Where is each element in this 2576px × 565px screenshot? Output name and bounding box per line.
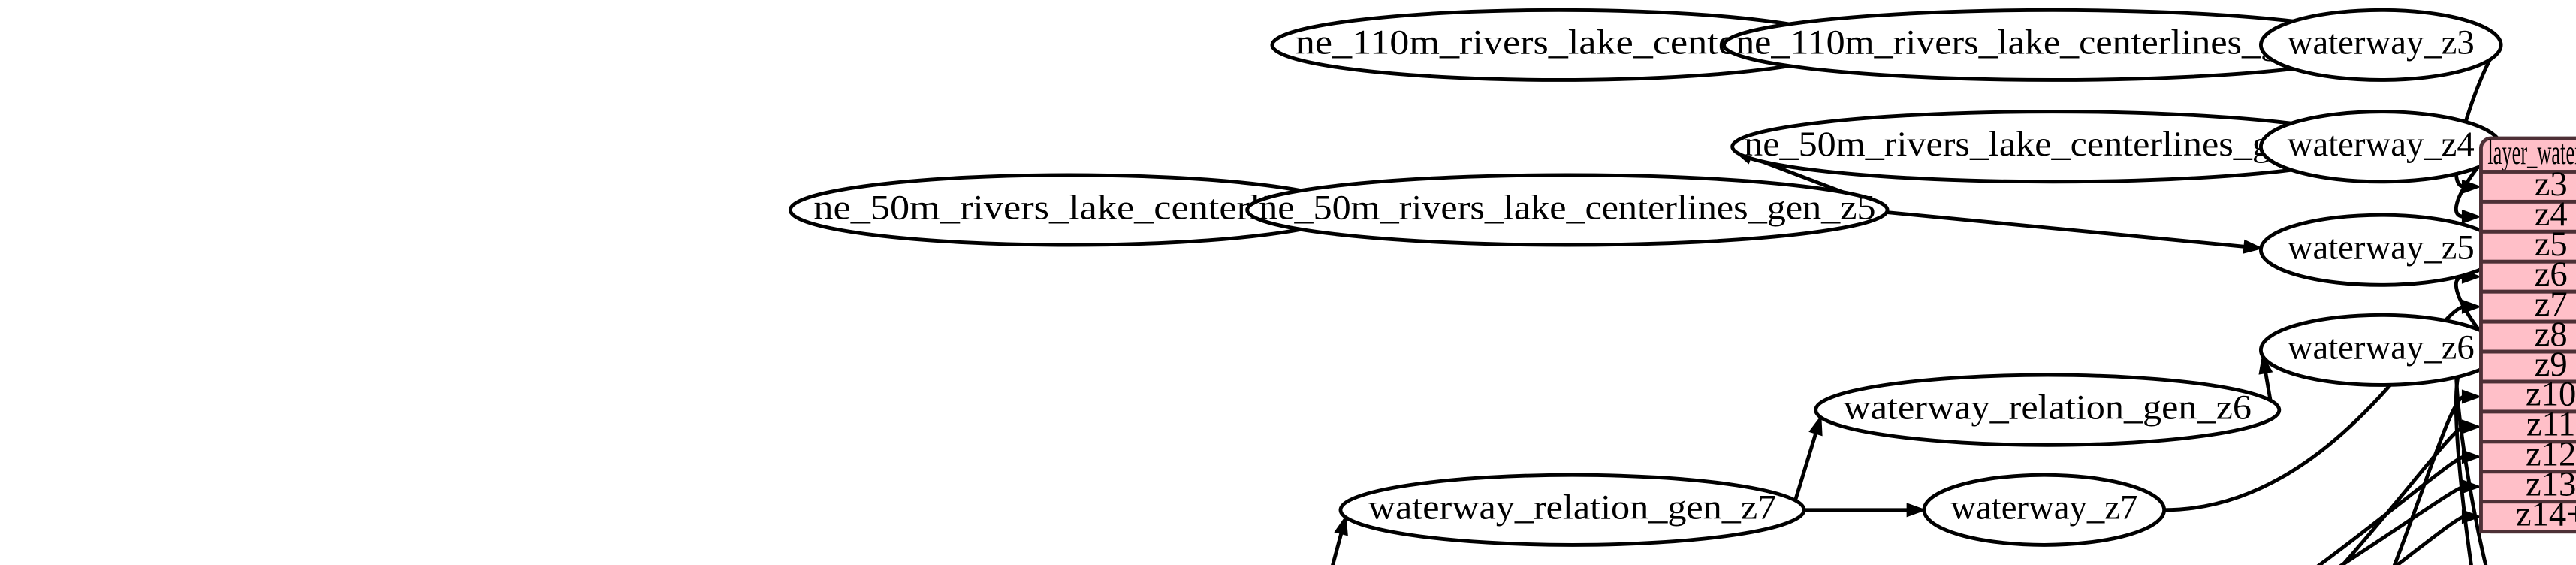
- record-row-z7[interactable]: [2479, 289, 2576, 324]
- node-waterway_z7[interactable]: waterway_z7: [1922, 473, 2167, 547]
- record-row-label-z5: z5: [2535, 225, 2568, 264]
- node-waterway_relation_gen_z7[interactable]: waterway_relation_gen_z7: [1338, 473, 1806, 547]
- record-row-label-z6: z6: [2535, 255, 2568, 294]
- node-waterway_z5[interactable]: waterway_z5: [2258, 213, 2503, 287]
- record-row-z8[interactable]: [2479, 319, 2576, 354]
- edge-waterway_z10-to-layer_waterway: [2392, 394, 2466, 565]
- node-waterway_z3[interactable]: waterway_z3: [2258, 8, 2503, 82]
- edge-ne_50m_rivers_lake_centerlines_gen_z5-to-waterway_z5: [1880, 210, 2246, 249]
- edge-arrowhead: [2461, 209, 2482, 224]
- node-ellipse-waterway_z3: [2258, 8, 2503, 82]
- edge-arrowhead: [2461, 479, 2482, 494]
- record-node-title: layer_waterway: [2487, 133, 2576, 172]
- edge-arrowhead: [1334, 515, 1348, 536]
- node-label-waterway_z4: waterway_z4: [2288, 125, 2475, 164]
- nodes-layer: imposm3osm_waterway_relationosm_waterway…: [788, 8, 2503, 547]
- node-label-waterway_z7: waterway_z7: [1950, 488, 2137, 527]
- record-row-z14+[interactable]: [2479, 500, 2576, 534]
- edge-arrowhead: [1906, 503, 1927, 518]
- edge-arrowhead: [2461, 509, 2482, 524]
- node-ellipse-waterway_z7: [1922, 473, 2167, 547]
- node-label-ne_50m_rivers_lake_centerlines_gen_z4: ne_50m_rivers_lake_centerlines_gen_z4: [1744, 125, 2360, 164]
- edge-arrowhead: [2461, 449, 2482, 464]
- edge-waterway_relation_gen_z8-to-waterway_relation_gen_z7: [1331, 532, 1344, 565]
- node-label-waterway_z5: waterway_z5: [2288, 228, 2475, 267]
- node-ellipse-waterway_relation_gen_z7: [1338, 473, 1806, 547]
- edge-arrowhead: [2258, 353, 2273, 375]
- record-row-label-z8: z8: [2535, 315, 2568, 354]
- node-ellipse-ne_50m_rivers_lake_centerlines_gen_z5: [1245, 173, 1890, 247]
- edge-arrowhead: [2461, 389, 2482, 404]
- edge-arrowhead: [2461, 299, 2482, 314]
- edge-arrowhead: [2243, 239, 2264, 254]
- edge-arrowhead: [2461, 419, 2482, 434]
- record-row-z5[interactable]: [2479, 229, 2576, 264]
- record-row-label-z7: z7: [2535, 285, 2568, 324]
- record-row-z3[interactable]: [2479, 170, 2576, 204]
- record-row-label-z4: z4: [2535, 195, 2568, 234]
- record-row-label-z10: z10: [2526, 375, 2576, 414]
- record-row-label-z11: z11: [2526, 405, 2576, 444]
- node-ellipse-waterway_relation_gen_z6: [1814, 373, 2282, 447]
- node-waterway_relation_gen_z6[interactable]: waterway_relation_gen_z6: [1814, 373, 2282, 447]
- edge-waterway_relation_gen_z7-to-waterway_relation_gen_z6: [1793, 431, 1818, 504]
- record-node-layer: layer_waterwayz3z4z5z6z7z8z9z10z11z12z13…: [2479, 133, 2576, 534]
- record-row-label-z12: z12: [2526, 435, 2576, 474]
- record-row-label-z13: z13: [2526, 465, 2576, 504]
- node-ne_50m_rivers_lake_centerlines_gen_z5[interactable]: ne_50m_rivers_lake_centerlines_gen_z5: [1245, 173, 1890, 247]
- edge-waterway_z12-to-layer_waterway: [2316, 455, 2465, 565]
- node-label-waterway_z3: waterway_z3: [2288, 23, 2475, 62]
- record-row-z4[interactable]: [2479, 199, 2576, 234]
- edge-arrowhead: [2461, 179, 2482, 195]
- node-label-waterway_relation_gen_z7: waterway_relation_gen_z7: [1368, 488, 1776, 527]
- node-waterway_z4[interactable]: waterway_z4: [2258, 110, 2503, 184]
- record-row-label-z14+: z14+: [2516, 494, 2576, 533]
- node-label-waterway_z6: waterway_z6: [2288, 328, 2475, 367]
- node-label-ne_50m_rivers_lake_centerlines: ne_50m_rivers_lake_centerlines: [813, 188, 1323, 227]
- edge-waterway_z7-to-layer_waterway: [2164, 304, 2465, 512]
- record-row-label-z9: z9: [2535, 345, 2568, 384]
- node-label-ne_50m_rivers_lake_centerlines_gen_z5: ne_50m_rivers_lake_centerlines_gen_z5: [1259, 188, 1875, 227]
- record-node-layer-waterway[interactable]: layer_waterwayz3z4z5z6z7z8z9z10z11z12z13…: [2479, 133, 2576, 534]
- edge-waterway_z13-to-layer_waterway: [2339, 485, 2465, 565]
- node-label-waterway_relation_gen_z6: waterway_relation_gen_z6: [1844, 388, 2252, 428]
- node-waterway_z6[interactable]: waterway_z6: [2258, 313, 2503, 387]
- record-row-label-z3: z3: [2535, 165, 2568, 204]
- edge-waterway_z14-to-layer_waterway: [2394, 515, 2465, 565]
- edge-arrowhead: [1808, 415, 1823, 437]
